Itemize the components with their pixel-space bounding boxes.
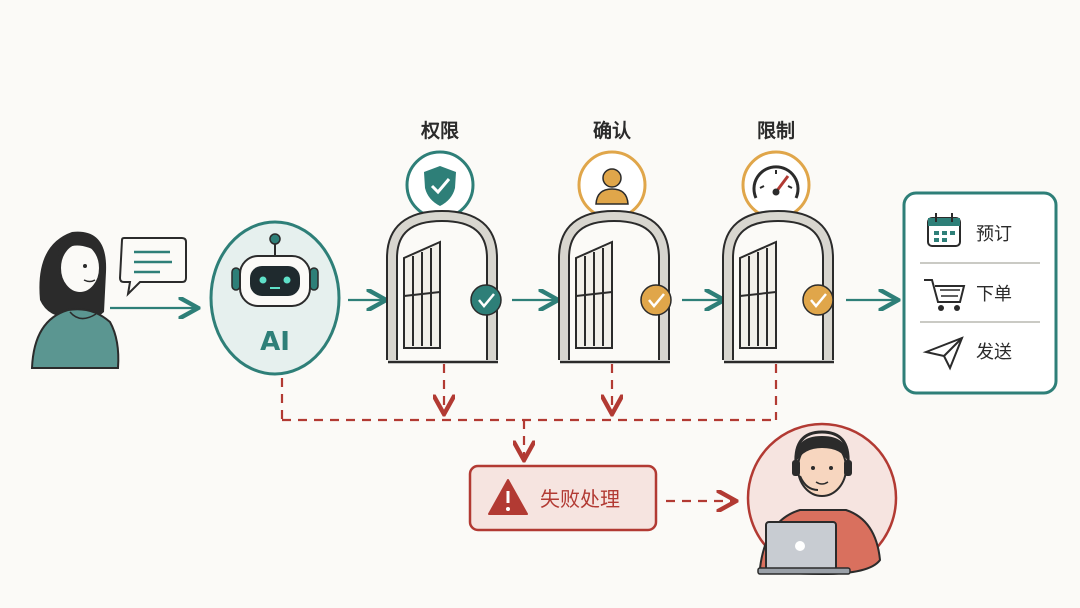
person-icon (577, 150, 647, 220)
action-label: 发送 (976, 342, 1012, 363)
failure-paths (280, 364, 778, 501)
check-icon (802, 284, 834, 316)
user-avatar (30, 231, 120, 369)
gate-arch (386, 209, 498, 364)
shield-check-icon (405, 150, 475, 220)
action-label: 下单 (976, 284, 1012, 305)
gate-title: 限制 (757, 119, 795, 142)
gate-title: 权限 (420, 119, 459, 142)
chat-bubble-icon (118, 237, 187, 297)
robot-icon (231, 233, 319, 307)
gate-limit: 限制 (722, 119, 834, 364)
check-icon (470, 284, 502, 316)
gate-arch (558, 209, 670, 364)
cart-icon (924, 279, 966, 311)
actions-panel: 预订 下单 发送 (902, 191, 1058, 395)
support-agent-icon (746, 422, 898, 576)
ai-node: AI (209, 220, 341, 376)
action-item-booking: 预订 (927, 213, 1012, 247)
warning-icon (488, 479, 528, 515)
gate-arch (722, 209, 834, 364)
action-item-order: 下单 (924, 279, 1012, 311)
gate-confirmation: 确认 (558, 119, 672, 364)
gate-permission: 权限 (386, 119, 502, 364)
calendar-icon (927, 213, 961, 247)
paper-plane-icon (922, 336, 964, 371)
ai-label: AI (260, 327, 290, 357)
action-label: 预订 (976, 224, 1012, 245)
gate-title: 确认 (593, 119, 631, 142)
gauge-icon (741, 150, 811, 220)
check-icon (640, 284, 672, 316)
failure-label: 失败处理 (540, 487, 620, 511)
failure-handling-box: 失败处理 (468, 464, 658, 532)
action-item-send: 发送 (922, 336, 1012, 371)
